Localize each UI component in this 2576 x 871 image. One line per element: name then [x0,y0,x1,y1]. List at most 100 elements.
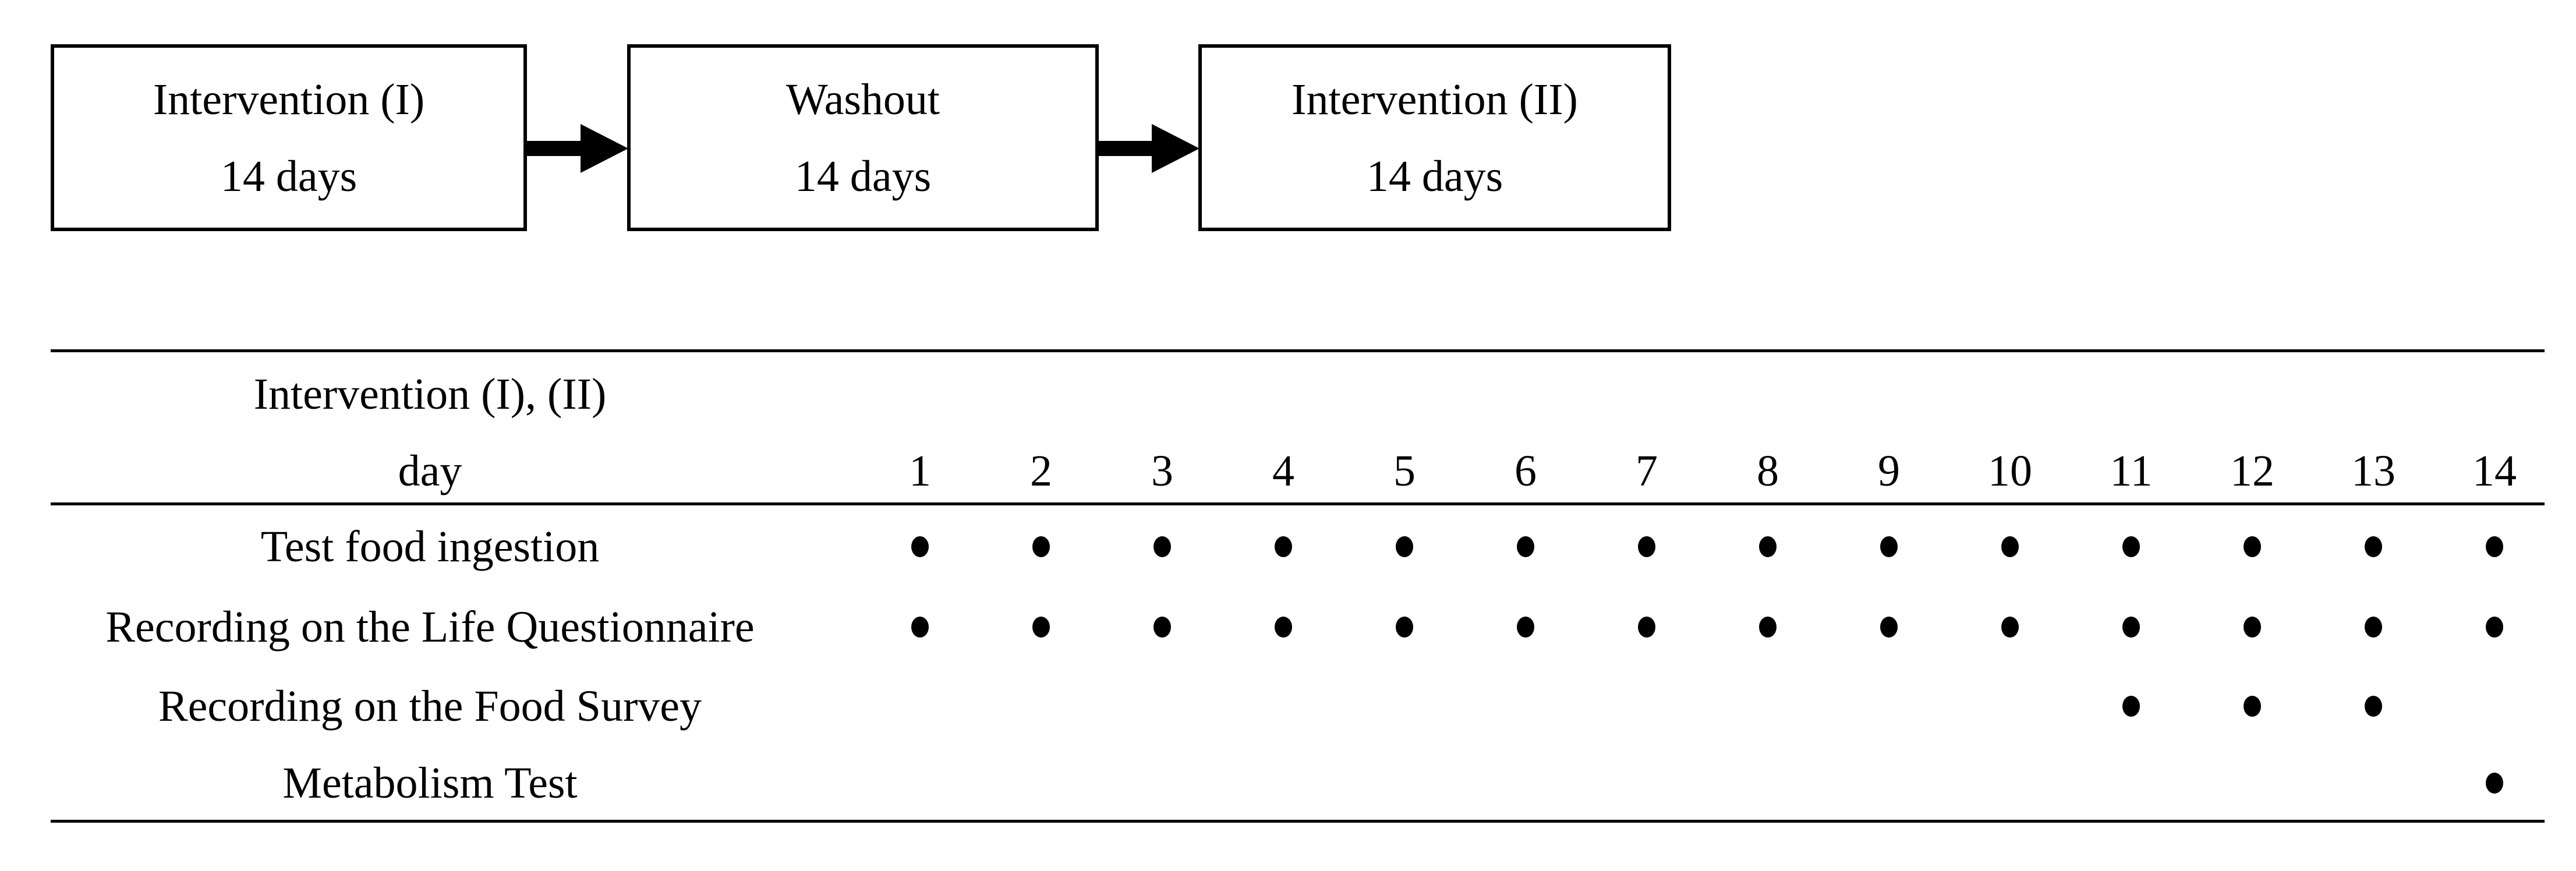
dot-marker [2244,536,2261,557]
arrow-shaft [527,141,582,156]
table-bottom-rule [51,820,2545,823]
flow-box-title: Washout [785,75,940,124]
table-top-rule [51,349,2545,352]
header-axis-label: day [398,447,462,495]
flow-box-duration: 14 days [1366,151,1503,201]
day-number: 5 [1393,447,1416,495]
schedule-cell [2313,536,2434,557]
dot-marker [2244,696,2261,717]
schedule-cell [2192,536,2313,557]
schedule-cell [1828,536,1949,557]
day-number: 3 [1151,447,1173,495]
flow-box-intervention-1: Intervention (I) 14 days [51,44,527,231]
day-number: 11 [2110,447,2153,495]
schedule-cell [2071,696,2192,717]
dot-marker [1032,536,1050,557]
dot-marker [1032,617,1050,638]
day-number: 9 [1878,447,1900,495]
dot-marker [2486,617,2503,638]
schedule-cell [1465,617,1586,638]
dot-marker [2001,617,2019,638]
day-number: 4 [1272,447,1294,495]
schedule-row: Metabolism Test [51,751,2555,815]
schedule-cell [1223,536,1344,557]
schedule-cell [981,617,1102,638]
day-number: 14 [2472,447,2517,495]
schedule-row: Test food ingestion [51,515,2555,579]
flow-box-title: Intervention (I) [153,75,425,124]
flow-box-intervention-2: Intervention (II) 14 days [1198,44,1671,231]
flow-box-washout: Washout 14 days [627,44,1099,231]
dot-marker [1275,536,1292,557]
schedule-cell [2192,617,2313,638]
schedule-cell [2313,617,2434,638]
schedule-cell [1223,617,1344,638]
dot-marker [1638,536,1655,557]
row-label: Recording on the Food Survey [158,682,702,731]
dot-marker [911,536,929,557]
day-number: 1 [909,447,931,495]
row-label: Test food ingestion [260,522,600,571]
schedule-cell [2434,773,2555,794]
arrow-shaft [1099,141,1153,156]
schedule-row: Recording on the Life Questionnaire [51,595,2555,659]
schedule-cell [1586,536,1707,557]
flow-box-duration: 14 days [220,151,358,201]
arrow-head [581,124,628,173]
dot-marker [2365,617,2382,638]
row-label: Recording on the Life Questionnaire [105,603,755,652]
dot-marker [1275,617,1292,638]
schedule-cell [859,617,981,638]
schedule-cell [2071,536,2192,557]
schedule-cell [859,536,981,557]
dot-marker [2244,617,2261,638]
schedule-cell [2192,696,2313,717]
day-number: 10 [1988,447,2032,495]
schedule-cell [981,536,1102,557]
dot-marker [1759,617,1777,638]
dot-marker [2122,696,2140,717]
dot-marker [2486,773,2503,794]
schedule-cell [1707,617,1828,638]
dot-marker [1880,536,1898,557]
schedule-cell [1707,536,1828,557]
flow-box-title: Intervention (II) [1291,75,1578,124]
day-number: 2 [1030,447,1052,495]
schedule-cell [1586,617,1707,638]
dot-marker [1517,536,1534,557]
schedule-cell [1949,536,2071,557]
arrow-head [1152,124,1199,173]
day-number: 7 [1636,447,1658,495]
schedule-cell [1828,617,1949,638]
day-number: 13 [2351,447,2395,495]
flow-box-duration: 14 days [794,151,932,201]
dot-marker [2122,536,2140,557]
schedule-cell [2071,617,2192,638]
dot-marker [1396,536,1413,557]
schedule-cell [2434,617,2555,638]
dot-marker [1759,536,1777,557]
day-number: 12 [2230,447,2274,495]
dot-marker [1153,617,1171,638]
dot-marker [1638,617,1655,638]
schedule-cell [1949,617,2071,638]
dot-marker [2001,536,2019,557]
dot-marker [1396,617,1413,638]
schedule-cell [1465,536,1586,557]
table-header-group-row: Intervention (I), (II) [51,362,2555,426]
dot-marker [911,617,929,638]
dot-marker [1517,617,1534,638]
schedule-row: Recording on the Food Survey [51,674,2555,738]
dot-marker [2365,536,2382,557]
schedule-cell [2313,696,2434,717]
dot-marker [1153,536,1171,557]
dot-marker [2122,617,2140,638]
dot-marker [2365,696,2382,717]
schedule-cell [1102,536,1223,557]
day-number: 8 [1757,447,1779,495]
schedule-cell [2434,536,2555,557]
schedule-cell [1102,617,1223,638]
table-mid-rule [51,502,2545,505]
